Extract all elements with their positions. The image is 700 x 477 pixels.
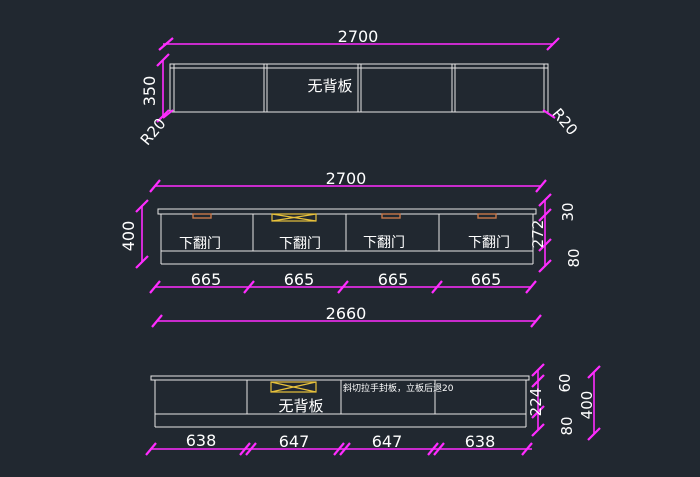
front-width-label: 2700 <box>326 169 367 188</box>
top-no-backboard-note: 无背板 <box>307 77 352 95</box>
back-annotation: 斜切拉手封板，立板后退20 <box>343 382 454 394</box>
back-no-backboard-note: 无背板 <box>278 397 323 415</box>
door-label-1: 下翻门 <box>179 236 221 252</box>
door-label-3: 下翻门 <box>363 235 405 251</box>
back-handle-cutout <box>270 381 317 393</box>
door-handle-1 <box>192 213 212 219</box>
front-bay-width-3: 665 <box>378 270 409 289</box>
front-bay-width-4: 665 <box>471 270 502 289</box>
front-bay-width-2: 665 <box>284 270 315 289</box>
door-label-4: 下翻门 <box>468 235 510 251</box>
top-depth-dimension <box>156 53 170 123</box>
radius-leader-left <box>162 109 174 119</box>
front-bay-width-1: 665 <box>191 270 222 289</box>
back-height-dimension <box>587 365 601 441</box>
handle-cutout-2 <box>271 213 317 222</box>
top-cabinet-outline <box>169 63 549 113</box>
back-right-label-bottom: 80 <box>558 416 576 435</box>
back-right-dimension <box>531 363 545 437</box>
door-label-2: 下翻门 <box>279 236 321 252</box>
back-bay-width-4: 638 <box>465 432 496 451</box>
door-handle-3 <box>381 213 401 219</box>
back-bay-width-3: 647 <box>372 432 403 451</box>
front-right-label-middle: 272 <box>529 220 547 249</box>
back-bay-width-1: 638 <box>186 431 217 450</box>
back-right-label-top: 60 <box>556 373 574 392</box>
top-width-label: 2700 <box>338 27 379 46</box>
back-bay-width-2: 647 <box>279 432 310 451</box>
front-right-dimension <box>538 193 552 273</box>
back-height-label: 400 <box>578 391 596 420</box>
top-depth-label: 350 <box>140 76 159 107</box>
radius-leader-right <box>542 109 556 119</box>
top-width-dimension <box>158 37 560 51</box>
front-cabinet-outline <box>157 208 537 265</box>
inner-width-dimension <box>151 314 542 328</box>
front-height-label: 400 <box>119 221 138 252</box>
back-view: 无背板 斜切拉手封板，立板后退20 638 647 647 638 60 224 <box>145 363 601 456</box>
back-bay-dimension <box>145 442 533 456</box>
inner-width-label: 2660 <box>326 304 367 323</box>
back-right-label-middle: 224 <box>527 388 545 417</box>
door-handle-4 <box>477 213 497 219</box>
front-width-dimension <box>149 179 547 193</box>
front-right-label-bottom: 80 <box>565 248 583 267</box>
front-right-label-top: 30 <box>559 202 577 221</box>
front-bay-dimension <box>149 280 537 294</box>
back-cabinet-outline <box>150 375 530 428</box>
front-height-dimension <box>135 199 149 269</box>
front-view: 2700 400 30 272 80 <box>119 169 583 328</box>
